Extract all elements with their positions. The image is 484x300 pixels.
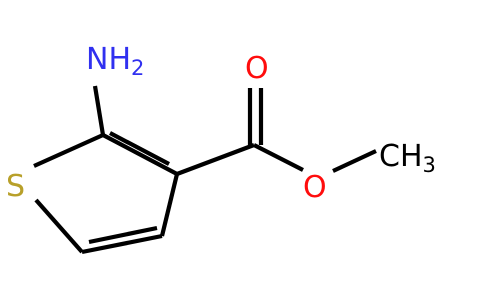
bond-c4-c3 (159, 173, 180, 237)
nitrogen-symbol: NH (86, 42, 131, 77)
methyl-symbol: CH (379, 139, 423, 174)
bond-c3-c2 (102, 133, 178, 176)
bond-c5-c4-inner (88, 225, 158, 245)
bond-o-methyl (332, 149, 377, 173)
methyl-subscript: 3 (423, 153, 436, 177)
bond-c5-c4 (81, 233, 163, 255)
bond-s-c5 (34, 198, 84, 254)
bond-c2-s (33, 133, 104, 168)
sulfur-label: S (6, 169, 25, 204)
bond-carbonyl-o-ester (253, 143, 304, 172)
nitrogen-label: NH2 (86, 42, 144, 80)
bond-c3-c2-inner (109, 131, 170, 166)
methyl-label: CH3 (379, 139, 436, 177)
bond-c2-n (92, 85, 106, 136)
ester-oxygen-label: O (303, 170, 327, 205)
carbonyl-oxygen-label: O (245, 51, 269, 86)
bond-c3-carbonyl (176, 143, 255, 176)
nitrogen-subscript: 2 (131, 56, 144, 80)
